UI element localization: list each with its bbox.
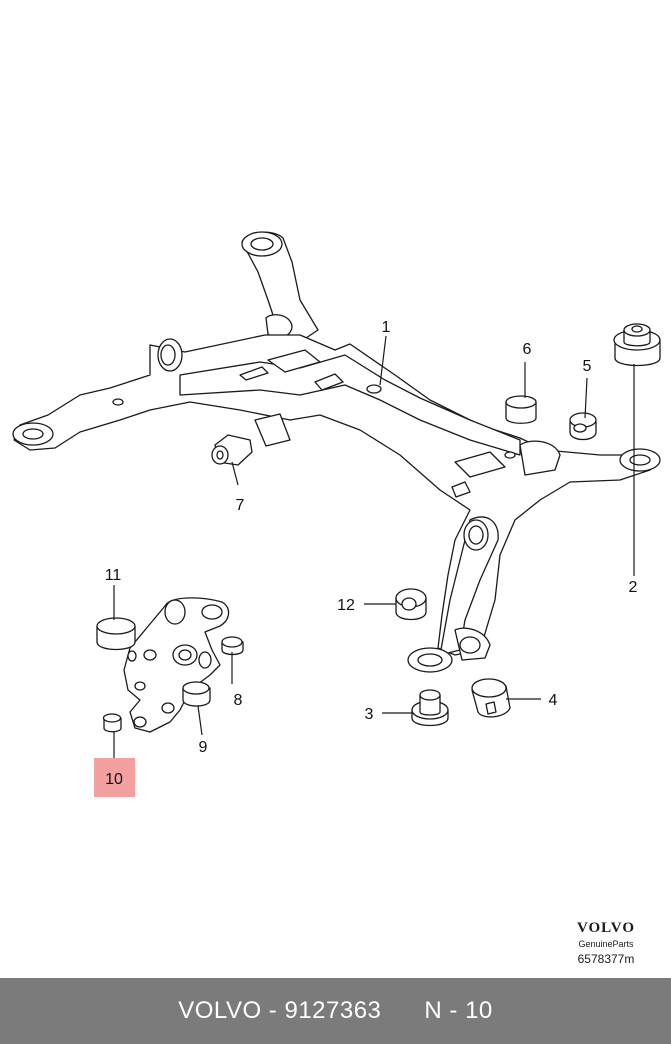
bushing-7 [211, 434, 253, 466]
callout-6: 6 [523, 341, 532, 358]
footer-spacer [381, 997, 424, 1025]
callout-11: 11 [105, 567, 122, 584]
wheel-knuckle [123, 597, 230, 733]
bushing-3 [411, 689, 449, 727]
bushing-11 [96, 617, 136, 651]
bushing-5 [569, 412, 597, 441]
callout-10: 10 [105, 771, 123, 788]
callout-labels: 1 2 3 4 5 6 7 8 9 10 11 12 [105, 319, 638, 788]
callout-2: 2 [629, 579, 638, 596]
rear-subframe [12, 231, 661, 673]
footer-reference: N - 10 [424, 997, 493, 1024]
bushing-8 [221, 636, 244, 656]
bushing-12 [395, 588, 427, 621]
brand-subtitle: GenuineParts [578, 939, 634, 949]
highlight-box [94, 758, 135, 797]
bushing-4 [471, 678, 511, 718]
footer-bar: VOLVO - 9127363 N - 10 [0, 978, 671, 1044]
diagram-code: 6578377m [577, 952, 635, 966]
brand-logo: VOLVO [576, 920, 635, 936]
bushing-9 [182, 681, 211, 707]
callout-3: 3 [365, 706, 374, 723]
bushing-2 [613, 323, 661, 367]
callout-4: 4 [549, 692, 558, 709]
parts-diagram: 1 2 3 4 5 6 7 8 9 10 11 12 [12, 231, 661, 797]
footer-part-number: VOLVO - 9127363 [178, 997, 382, 1024]
callout-12: 12 [337, 597, 355, 614]
leader-lines [113, 335, 635, 760]
callout-7: 7 [236, 497, 245, 514]
callout-5: 5 [583, 358, 592, 375]
callout-9: 9 [199, 739, 208, 756]
callout-1: 1 [382, 319, 391, 336]
bushing-6 [505, 395, 537, 424]
bushing-10 [102, 713, 122, 733]
callout-8: 8 [234, 692, 243, 709]
brand-block: VOLVO GenuineParts 6578377m [577, 920, 635, 966]
